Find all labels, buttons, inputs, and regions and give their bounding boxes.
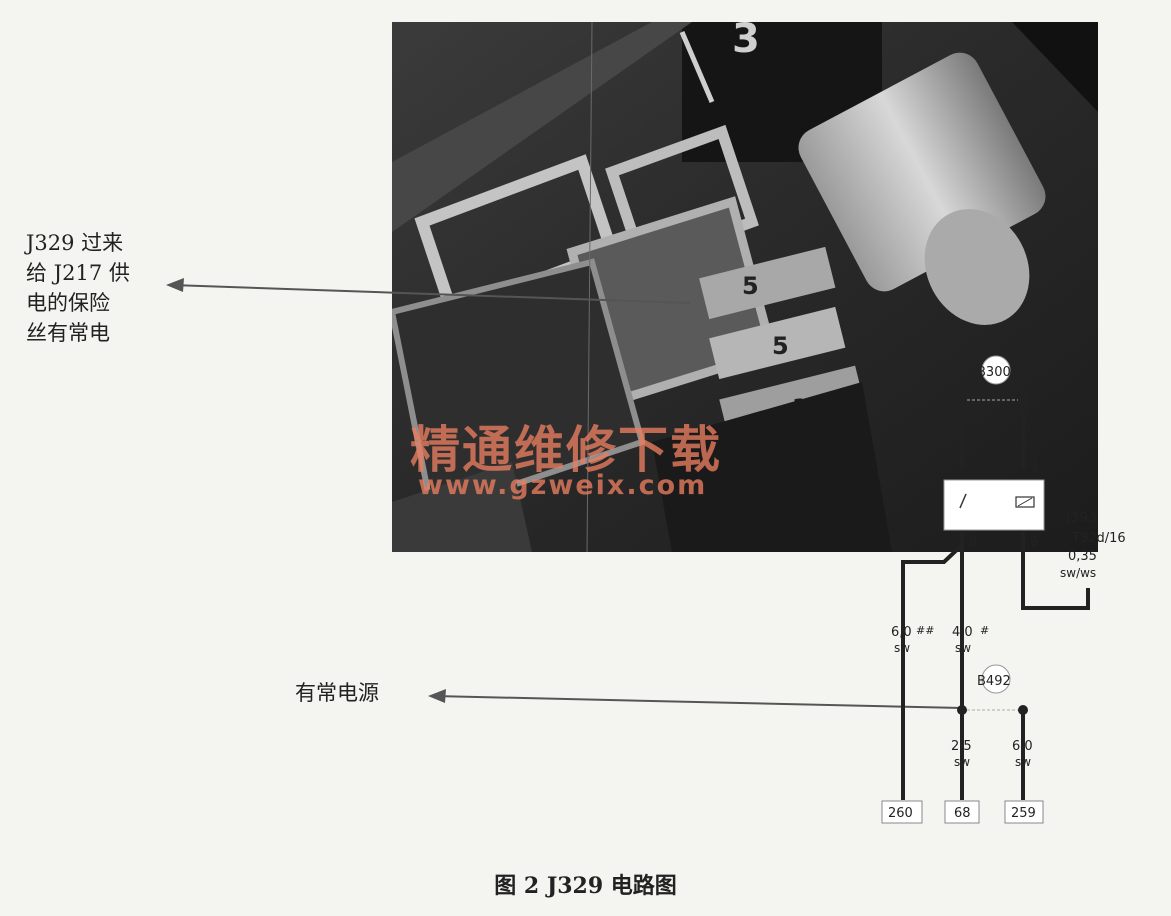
- photo-annotation-line1: J329 过来: [26, 231, 124, 255]
- source-annotation: 有常电源: [295, 681, 379, 705]
- terminal-68: 68: [954, 806, 971, 821]
- wire-low-right-gauge: 6,0: [1012, 739, 1033, 754]
- relay-j329-box: [943, 479, 1045, 531]
- fuse-label-5b: 5: [772, 332, 789, 360]
- photo-annotation-line4: 丝有常电: [26, 321, 110, 345]
- wire-left-top-gauge: 6,0: [950, 419, 971, 434]
- wire-mid-left-color: sw: [894, 641, 910, 655]
- wire-left-top-color: ro: [954, 436, 967, 451]
- wire-low-right-color: sw: [1015, 755, 1031, 769]
- wire-mid-right-gauge: 4,0: [952, 625, 973, 640]
- photo-annotation-line2: 给 J217 供: [26, 261, 130, 285]
- terminal-259: 259: [1011, 806, 1036, 821]
- photo-annotation: J329 过来 给 J217 供 电的保险 丝有常电: [26, 228, 130, 348]
- pin-8: 8: [969, 535, 977, 550]
- photo-number-3: 3: [732, 22, 760, 62]
- photo-pointer-arrowhead: [166, 278, 184, 292]
- wire-mid-right-color: sw: [955, 641, 971, 655]
- source-pointer-arrowhead: [428, 689, 446, 703]
- wire-right-top-color: ro: [1015, 436, 1028, 451]
- figure-caption: 图 2 J329 电路图: [494, 873, 677, 899]
- pin-2: 2: [969, 460, 977, 475]
- watermark-url: www.gzweix.com: [418, 470, 708, 501]
- source-pointer-line: [433, 695, 963, 709]
- wire-right-top-gauge: 2,5: [1011, 419, 1032, 434]
- pin-6: 6: [1030, 535, 1038, 550]
- photo-pointer-line: [171, 284, 691, 304]
- photo-annotation-line3: 电的保险: [26, 291, 110, 315]
- pin-4: 4: [1030, 460, 1038, 475]
- connector-b492: B492: [977, 674, 1011, 689]
- watermark-chinese: 精通维修下载: [410, 421, 722, 479]
- wire-side-color: sw/ws: [1060, 566, 1096, 580]
- wire-low-mid-gauge: 2,5: [951, 739, 972, 754]
- wire-mid-left-mark: ##: [916, 624, 934, 637]
- relay-label-j393: J393: [1065, 510, 1097, 526]
- fuse-label-5a: 5: [742, 272, 759, 300]
- wire-side-gauge: 0,35: [1068, 549, 1097, 564]
- terminal-260: 260: [888, 806, 913, 821]
- wire-mid-right-mark: #: [980, 624, 989, 637]
- wire-mid-left-gauge: 6,0: [891, 625, 912, 640]
- relay-label-j329: J329: [899, 512, 931, 528]
- connector-b300: B300: [977, 365, 1011, 380]
- fuse-box-photo: 3 5 5 15: [392, 22, 1098, 552]
- connector-t32d16: T32d/16: [1071, 531, 1126, 546]
- wire-low-mid-color: sw: [954, 755, 970, 769]
